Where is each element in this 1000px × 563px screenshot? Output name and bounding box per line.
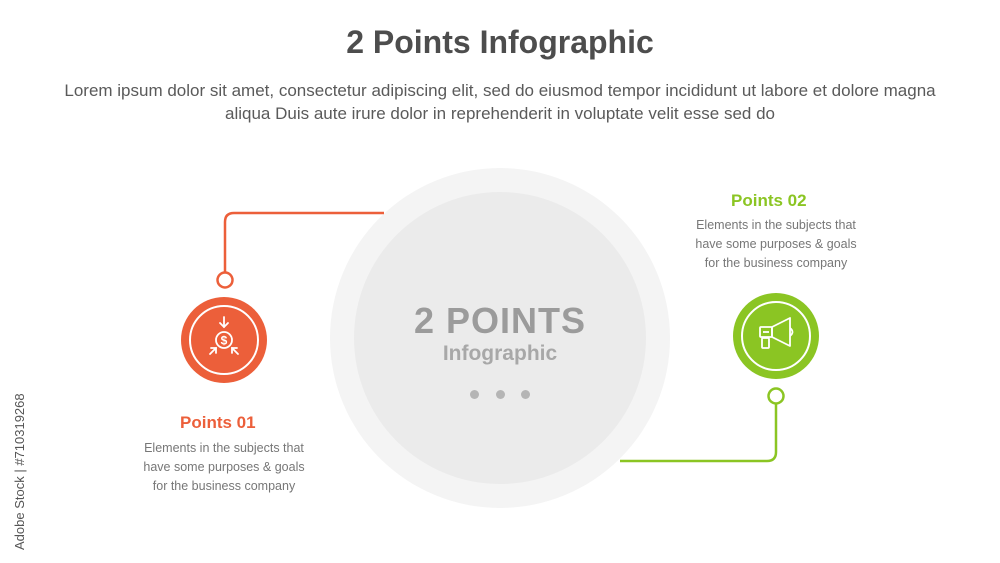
page-subtitle: Lorem ipsum dolor sit amet, consectetur …	[64, 81, 936, 123]
svg-text:$: $	[221, 334, 228, 348]
point-01-connector-node	[216, 271, 234, 289]
dot	[470, 390, 479, 399]
point-02-badge	[733, 293, 819, 379]
center-dots	[470, 390, 530, 399]
center-title: 2 POINTS	[413, 300, 587, 341]
watermark-text: Adobe Stock | #710319268	[12, 393, 27, 550]
center-subtitle: Infographic	[442, 342, 558, 365]
megaphone-icon	[759, 317, 794, 349]
point-01-badge: $	[181, 297, 267, 383]
page-title: 2 Points Infographic	[346, 24, 654, 60]
dot	[521, 390, 530, 399]
point-02-connector	[620, 404, 778, 463]
point-01-title: Points 01	[180, 413, 256, 432]
point-01-connector	[223, 211, 384, 272]
dot	[495, 390, 505, 399]
point-01-description: Elements in the subjects that have some …	[143, 441, 305, 493]
money-inflow-icon: $	[209, 316, 239, 355]
point-02-connector-node	[767, 387, 785, 405]
point-02-description: Elements in the subjects that have some …	[695, 218, 857, 270]
point-02-title: Points 02	[731, 191, 807, 210]
center-circle-inner	[354, 192, 646, 484]
